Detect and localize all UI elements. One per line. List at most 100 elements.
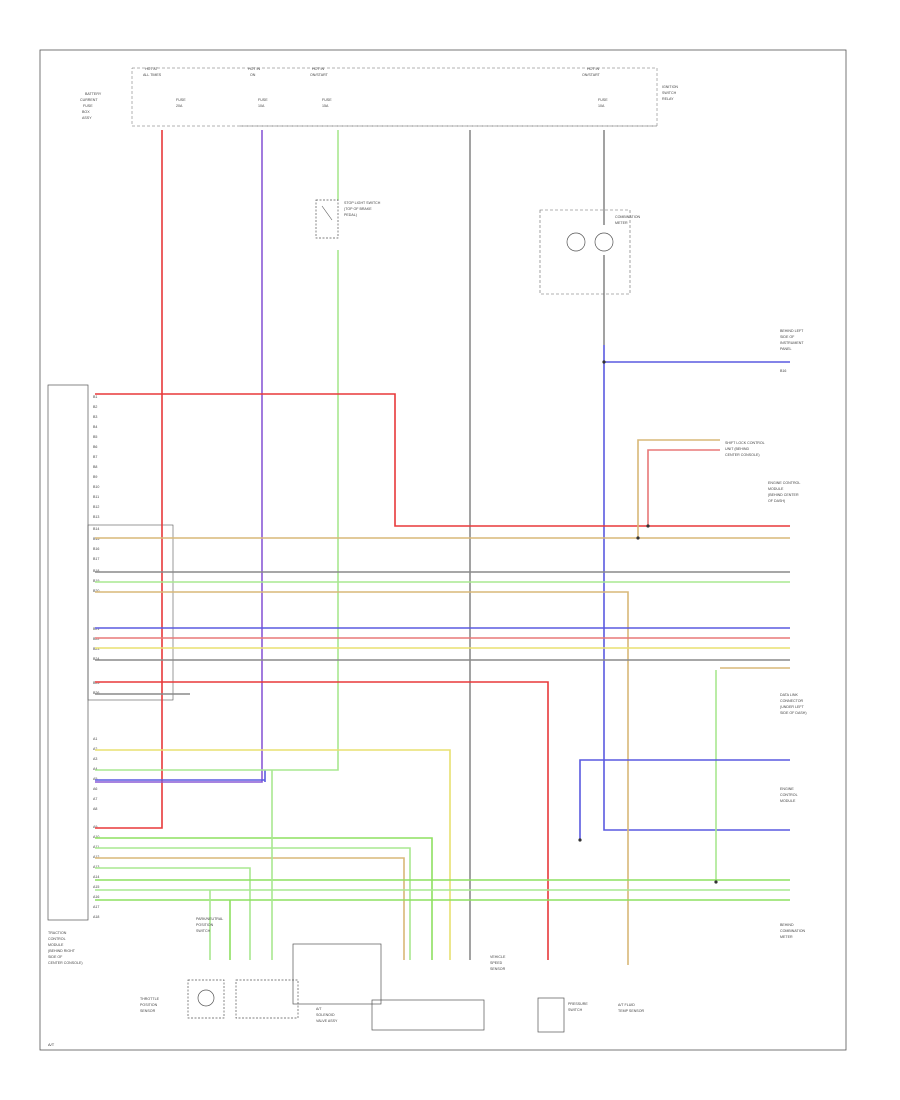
wire-pink-upper [647,449,720,526]
wire-blue-right [603,345,790,831]
svg-text:SIDE OF: SIDE OF [48,955,63,959]
tcm-connector [47,384,89,921]
svg-text:A8: A8 [93,807,97,811]
svg-text:B13: B13 [93,515,99,519]
svg-text:B4: B4 [93,425,97,429]
svg-text:CONNECTOR: CONNECTOR [780,699,803,703]
meter-gauge-left [566,232,586,252]
svg-text:ASSY: ASSY [82,116,92,120]
svg-text:A13: A13 [93,865,99,869]
wire-red-main [95,130,163,829]
svg-text:UNIT (BEHIND: UNIT (BEHIND [725,447,749,451]
stop-light-switch-label: STOP LIGHT SWITCH (TOP OF BRAKE PEDAL) [344,201,381,217]
svg-text:B6: B6 [93,445,97,449]
junction-dots [578,360,718,884]
svg-text:FUSE: FUSE [83,104,93,108]
svg-text:A10: A10 [93,835,99,839]
speed-sensor-label: VEHICLE SPEED SENSOR [490,955,506,971]
svg-text:B22: B22 [93,637,99,641]
svg-text:ON/START: ON/START [310,73,329,77]
svg-text:A5: A5 [93,777,97,781]
wire-green-a13 [95,867,251,960]
svg-text:INSTRUMENT: INSTRUMENT [780,341,804,345]
svg-text:SWITCH: SWITCH [196,929,211,933]
svg-text:METER: METER [780,935,793,939]
svg-text:(TOP OF BRAKE: (TOP OF BRAKE [344,207,372,211]
svg-text:CONTROL: CONTROL [780,793,798,797]
svg-text:SPEED: SPEED [490,961,503,965]
svg-text:20A: 20A [176,104,183,108]
stop-light-switch [315,199,339,239]
svg-text:B18: B18 [93,569,99,573]
svg-text:A4: A4 [93,767,97,771]
svg-text:SIDE OF DASH): SIDE OF DASH) [780,711,807,715]
wire-violet [95,130,263,783]
svg-text:A/T: A/T [316,1007,322,1011]
svg-text:10A: 10A [598,104,605,108]
svg-text:SWITCH: SWITCH [662,91,677,95]
svg-text:15A: 15A [322,104,329,108]
svg-text:B21: B21 [93,627,99,631]
svg-text:BEHIND: BEHIND [780,923,794,927]
svg-text:B23: B23 [93,647,99,651]
svg-text:B3: B3 [93,415,97,419]
page-ref: A/T [48,1042,55,1047]
svg-text:STOP LIGHT SWITCH: STOP LIGHT SWITCH [344,201,381,205]
svg-text:B16: B16 [780,369,786,373]
svg-text:B16: B16 [93,547,99,551]
svg-text:CENTER CONSOLE): CENTER CONSOLE) [725,453,760,457]
wire-red-b1 [95,393,790,527]
svg-text:CONTROL: CONTROL [48,937,66,941]
svg-text:HOT IN: HOT IN [312,67,325,71]
fuse-box [131,67,658,127]
svg-text:ENGINE CONTROL: ENGINE CONTROL [768,481,800,485]
svg-text:ON/START: ON/START [582,73,601,77]
svg-text:B7: B7 [93,455,97,459]
fluid-temp-label: A/T FLUID TEMP SENSOR [618,1003,644,1013]
solenoid-label: A/T SOLENOID VALVE ASSY [316,1007,338,1023]
svg-text:OF DASH): OF DASH) [768,499,785,503]
svg-text:FUSE: FUSE [176,98,186,102]
svg-text:MODULE: MODULE [768,487,784,491]
svg-text:METER: METER [615,221,628,225]
wire-green-stop-2 [95,250,339,771]
svg-text:TRACTION: TRACTION [48,931,67,935]
wire-green-a10 [95,837,433,960]
svg-text:CENTER CONSOLE): CENTER CONSOLE) [48,961,83,965]
svg-text:B20: B20 [93,589,99,593]
svg-text:VEHICLE: VEHICLE [490,955,506,959]
meter-gauge-right [594,232,614,252]
svg-text:VALVE ASSY: VALVE ASSY [316,1019,338,1023]
svg-text:SHIFT LOCK CONTROL: SHIFT LOCK CONTROL [725,441,765,445]
pn-switch-label: PARK/NEUTRAL POSITION SWITCH [196,917,223,933]
park-neutral-switch [235,979,299,1019]
svg-text:B24: B24 [93,657,99,661]
wire-blue-lower [579,759,790,840]
svg-text:A17: A17 [93,905,99,909]
svg-text:ENGINE: ENGINE [780,787,794,791]
wire-tan-b20 [95,591,629,965]
solenoid-valve [292,943,382,1005]
svg-text:B10: B10 [93,485,99,489]
combination-meter [539,209,631,295]
svg-text:B25: B25 [93,681,99,685]
svg-text:(UNDER LEFT: (UNDER LEFT [780,705,805,709]
svg-text:PANEL: PANEL [780,347,792,351]
wire-red-b25 [95,681,549,960]
svg-text:POSITION: POSITION [140,1003,158,1007]
svg-text:B14: B14 [93,527,99,531]
svg-text:(BEHIND RIGHT: (BEHIND RIGHT [48,949,76,953]
svg-text:A11: A11 [93,845,99,849]
svg-text:A2: A2 [93,747,97,751]
svg-text:PARK/NEUTRAL: PARK/NEUTRAL [196,917,223,921]
svg-text:B26: B26 [93,691,99,695]
svg-text:A9: A9 [93,825,97,829]
svg-text:COMBINATION: COMBINATION [780,929,805,933]
tcm-inner-block [87,524,174,701]
right-labels: BEHIND LEFT SIDE OF INSTRUMENT PANEL B16… [725,329,807,939]
wire-tan-upper [637,439,720,538]
bottom-connector [371,999,485,1031]
svg-text:COMBINATION: COMBINATION [615,215,640,219]
